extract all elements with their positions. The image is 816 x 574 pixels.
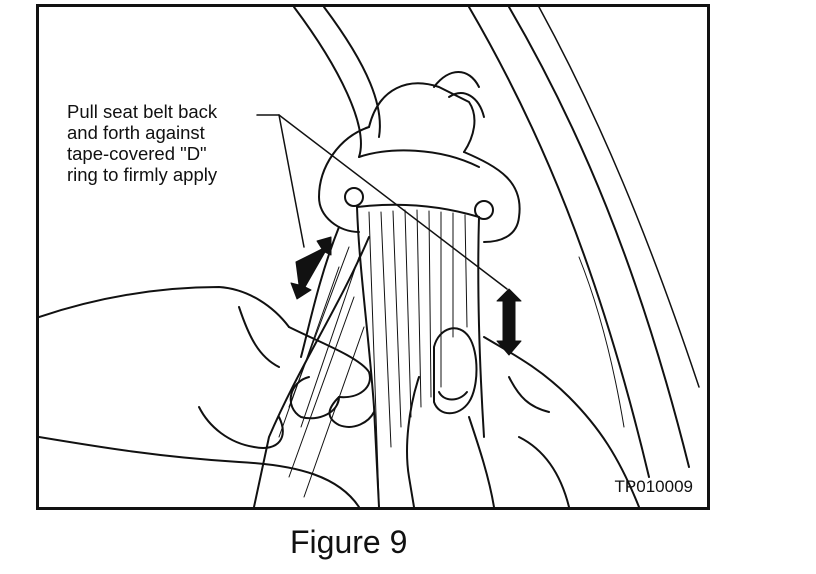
figure-frame: Pull seat belt back and forth against ta… [36,4,710,510]
double-arrow-icon [290,236,522,356]
d-ring-anchor [318,71,521,243]
pillar-lines [293,7,700,478]
figure-caption: Figure 9 [290,524,408,560]
right-hand [406,327,640,507]
belt-webbing [253,203,485,507]
seat-belt-illustration [39,7,700,507]
callout-text: Pull seat belt back and forth against ta… [67,101,218,185]
left-hand [39,286,375,507]
callout-leaders [256,114,508,290]
figure-code: TP010009 [614,477,693,496]
